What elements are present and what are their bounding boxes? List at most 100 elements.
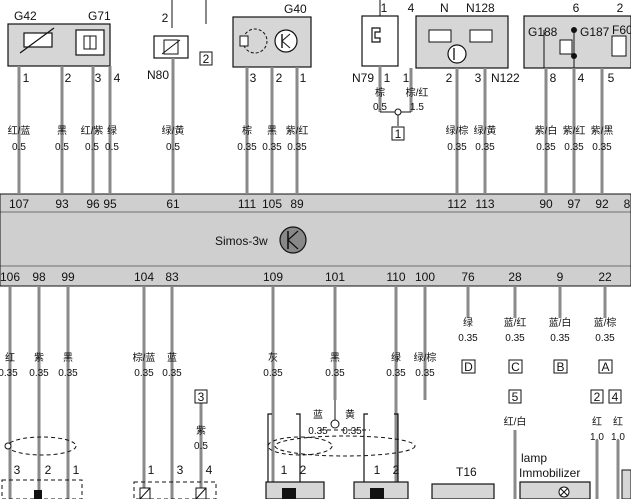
label-n79: N79	[352, 71, 374, 85]
wire-size: 1.0	[590, 432, 604, 443]
ecu-transistor-icon	[279, 226, 307, 254]
throttle-module	[523, 15, 631, 69]
lamp-immobilizer-box	[519, 481, 591, 499]
ref-box	[508, 359, 523, 374]
pin-label: 2	[446, 71, 453, 85]
wire-color: 黑	[267, 125, 277, 137]
pin-label: 3	[95, 71, 102, 85]
wire-size: 0.5	[55, 142, 69, 153]
wire-size: 0.5	[12, 142, 26, 153]
ref-2b: 2	[594, 390, 601, 404]
ecu-body	[0, 193, 631, 287]
ecu-pin-top: 92	[595, 197, 609, 211]
wire-color: 紫	[34, 352, 44, 364]
wire-color: 蓝	[167, 352, 177, 364]
valve-block-n128	[415, 15, 509, 69]
wire-color: 蓝	[313, 409, 323, 421]
wire-color: 红/紫	[81, 124, 104, 137]
ref-c: C	[511, 360, 520, 374]
wire-size: 0.35	[325, 368, 345, 379]
pin-label: 3	[250, 71, 257, 85]
pin-label: 2	[162, 11, 169, 25]
top-wire-bundle	[17, 58, 604, 194]
sensor-g40	[232, 16, 312, 68]
pin-label: 4	[114, 71, 121, 85]
wire-size: 0.35	[458, 333, 478, 344]
wire-color: 紫/白	[535, 124, 558, 137]
pin-label: 3	[475, 71, 482, 85]
label-n: N	[440, 1, 449, 15]
wire-color: 绿/黄	[162, 124, 185, 137]
ecu-pin-bottom: 98	[32, 270, 46, 284]
wire-size: 0.35	[134, 368, 154, 379]
wire-size: 0.35	[308, 426, 328, 437]
wire-color: 绿	[391, 351, 401, 364]
wire-size: 0.35	[595, 333, 615, 344]
label-g42: G42	[14, 9, 37, 23]
wire-color: 紫/红	[563, 124, 586, 137]
ecu-pin-top: 113	[475, 197, 494, 211]
pin-label: 2	[300, 463, 307, 477]
ref-box	[508, 389, 522, 404]
ecu-pin-top: 61	[166, 197, 180, 211]
sensor-left-bottom	[1, 436, 83, 499]
ecu-pin-top: 105	[262, 197, 282, 211]
ecu-pin-top: 111	[238, 197, 257, 211]
wire-color: 黄	[345, 408, 355, 421]
ecu-pin-top: 90	[539, 197, 553, 211]
wire-size: 0.35	[550, 333, 570, 344]
ref-2: 2	[203, 52, 210, 66]
ecu-pin-bottom: 9	[557, 270, 564, 284]
ecu-pin-top: 89	[290, 197, 304, 211]
wire-size: 0.35	[29, 368, 49, 379]
heater-n79	[361, 0, 399, 67]
ecu-pin-bottom: 106	[0, 270, 20, 284]
pin-label: 3	[14, 463, 21, 477]
wire-size: 0.35	[342, 426, 362, 437]
ecu-pin-bottom: 22	[598, 270, 612, 284]
wire-color: 棕	[375, 86, 385, 99]
pin-label: 8	[550, 71, 557, 85]
connector-t16	[431, 483, 495, 499]
wire-color: 紫/红	[286, 124, 309, 137]
ecu-pin-top: 112	[447, 197, 466, 211]
ref-b: B	[556, 360, 564, 374]
ref-5: 5	[512, 390, 519, 404]
label-g71: G71	[88, 9, 111, 23]
ecu-pin-bottom: 99	[61, 270, 75, 284]
ref-3: 3	[198, 390, 205, 404]
lamp-icon	[558, 486, 570, 498]
ref-box	[199, 51, 213, 66]
ecu-pin-bottom: 83	[165, 270, 179, 284]
ref-box	[391, 126, 405, 141]
wire-color: 棕	[242, 124, 252, 137]
wire-size: 0.5	[166, 142, 180, 153]
wire-size: 0.35	[237, 142, 257, 153]
wire-color: 绿/棕	[446, 124, 469, 137]
pin-label: 1	[403, 71, 410, 85]
wire-size: 1.0	[611, 432, 625, 443]
wire-color: 灰	[268, 351, 278, 364]
wire-color: 黑	[330, 352, 340, 364]
ref-box	[194, 389, 208, 404]
ref-box	[590, 389, 604, 404]
ref-d: D	[464, 360, 473, 374]
junction-dot	[394, 108, 402, 116]
wire-color: 红	[592, 415, 602, 428]
wire-color: 紫	[196, 425, 206, 437]
pin-label: 3	[177, 463, 184, 477]
wire-size: 0.5	[105, 142, 119, 153]
pin-label: 1	[73, 463, 80, 477]
wire-size: 0.35	[58, 368, 78, 379]
label-immobilizer: Immobilizer	[519, 466, 580, 480]
pin-label: 1	[374, 463, 381, 477]
wire-color: 棕/蓝	[133, 351, 156, 364]
ecu-pin-bottom: 100	[415, 270, 435, 284]
ecu-pin-top: 107	[9, 197, 29, 211]
label-g188: G188	[528, 25, 558, 39]
pin-label: 2	[393, 463, 400, 477]
pin-label: 5	[608, 71, 615, 85]
label-n80: N80	[147, 68, 169, 82]
ecu-pin-bottom: 101	[325, 270, 345, 284]
